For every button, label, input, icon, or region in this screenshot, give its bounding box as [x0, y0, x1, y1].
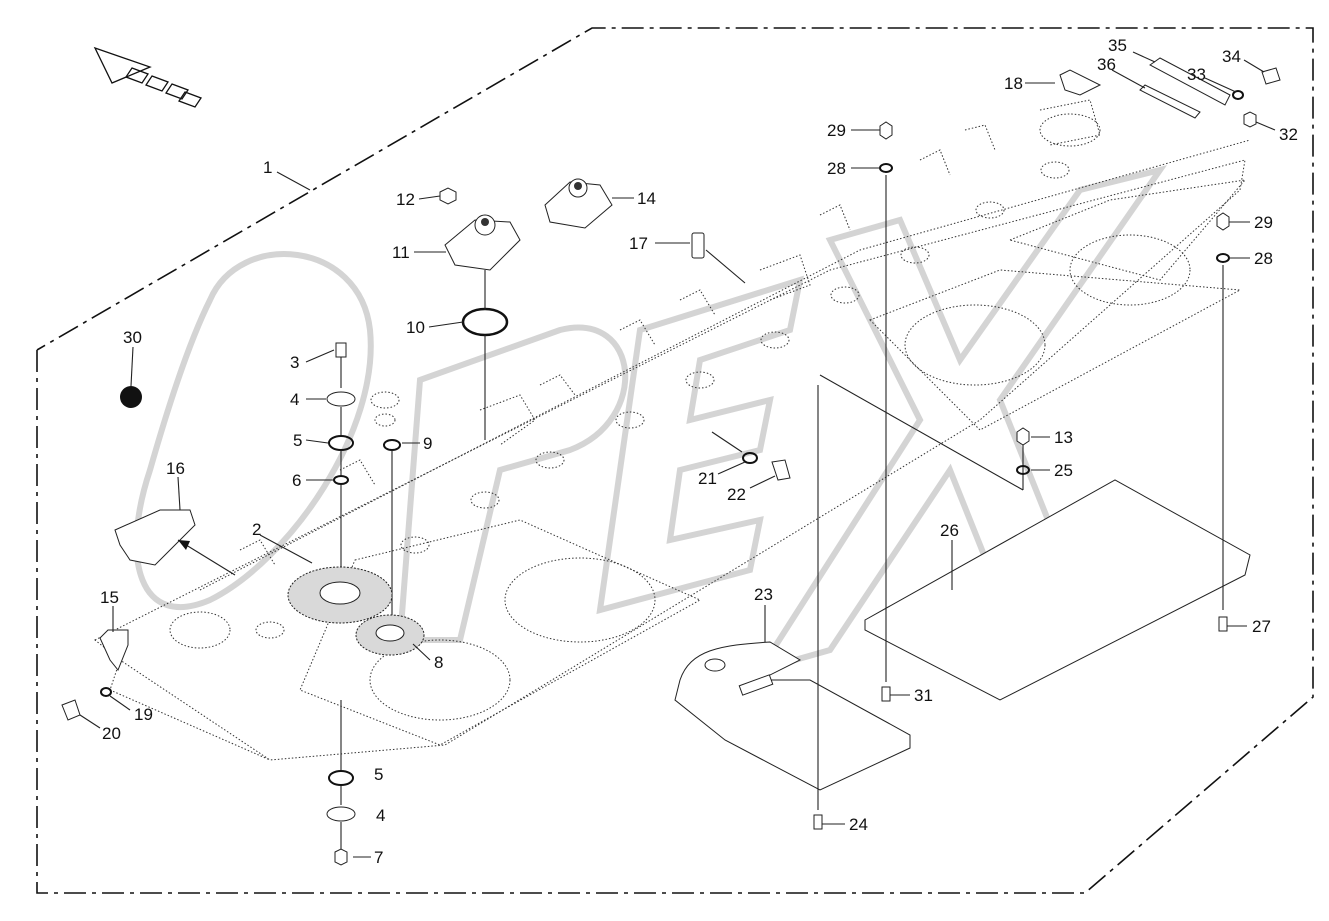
- part-6-ring: [333, 475, 349, 485]
- part-7-nut: [334, 848, 348, 866]
- callout-29: 29: [1254, 213, 1273, 232]
- part-14-hub: [544, 178, 613, 229]
- callout-9: 9: [423, 434, 432, 453]
- callout-16: 16: [166, 459, 185, 478]
- callout-7: 7: [374, 848, 383, 867]
- part-3-bolt: [335, 342, 347, 358]
- callout-1: 1: [263, 158, 272, 177]
- callout-33: 33: [1187, 65, 1206, 84]
- callout-6: 6: [292, 471, 301, 490]
- part-24-screw: [813, 814, 823, 830]
- part-32-fitting: [1243, 111, 1257, 128]
- part-11-hub: [444, 214, 521, 271]
- callout-28: 28: [1254, 249, 1273, 268]
- callout-28: 28: [827, 159, 846, 178]
- callout-19: 19: [134, 705, 153, 724]
- assembly-boundary: [36, 27, 1314, 894]
- part-31-screw: [881, 686, 891, 702]
- part-9-ring: [383, 439, 401, 451]
- callout-labels: 1 2 3 4 4 5 5 6 7 8 9 10 11 12 13 14 15 …: [100, 36, 1298, 867]
- callout-22: 22: [727, 485, 746, 504]
- callout-17: 17: [629, 234, 648, 253]
- part-36-strip: [1139, 84, 1201, 119]
- callout-12: 12: [396, 190, 415, 209]
- part-4-bearing-bottom: [326, 806, 356, 822]
- callout-15: 15: [100, 588, 119, 607]
- callout-31: 31: [914, 686, 933, 705]
- callout-25: 25: [1054, 461, 1073, 480]
- part-25-washer: [1016, 465, 1030, 475]
- part-5-oring-bottom: [328, 770, 354, 786]
- part-2-gear: [287, 566, 393, 624]
- direction-arrow-icon: [93, 46, 202, 108]
- part-18-guard: [1059, 69, 1102, 96]
- part-10-oring: [461, 307, 509, 337]
- callout-32: 32: [1279, 125, 1298, 144]
- callout-13: 13: [1054, 428, 1073, 447]
- part-21-washer: [742, 452, 758, 464]
- callout-14: 14: [637, 189, 656, 208]
- part-29-nut-b: [1216, 212, 1230, 231]
- part-8-gear: [355, 614, 425, 656]
- callout-5: 5: [293, 431, 302, 450]
- callout-34: 34: [1222, 47, 1241, 66]
- part-12-nut: [439, 187, 457, 205]
- callout-4: 4: [290, 390, 299, 409]
- callout-21: 21: [698, 469, 717, 488]
- callout-36: 36: [1097, 55, 1116, 74]
- part-16-guard: [114, 509, 196, 566]
- part-28-washer-a: [879, 163, 893, 173]
- part-26-plate: [864, 479, 1251, 701]
- callout-18: 18: [1004, 74, 1023, 93]
- callout-20: 20: [102, 724, 121, 743]
- part-17-pin: [691, 232, 705, 259]
- knife-sections: [239, 99, 1101, 566]
- callout-23: 23: [754, 585, 773, 604]
- callout-26: 26: [940, 521, 959, 540]
- part-29-nut-a: [879, 121, 893, 140]
- part-20-bolt: [61, 699, 81, 721]
- part-22-bolt: [771, 459, 791, 481]
- cutter-bar-body: [94, 113, 1251, 761]
- part-35-bracket: [1149, 57, 1231, 106]
- part-30-marker: [120, 386, 142, 408]
- callout-11: 11: [392, 243, 410, 262]
- callout-3: 3: [290, 353, 299, 372]
- part-27-screw: [1218, 616, 1228, 632]
- part-13-nut: [1016, 427, 1030, 446]
- part-33-washer: [1232, 90, 1244, 100]
- callout-2: 2: [252, 520, 261, 539]
- callout-5: 5: [374, 765, 383, 784]
- part-28-washer-b: [1216, 253, 1230, 263]
- callout-35: 35: [1108, 36, 1127, 55]
- callout-24: 24: [849, 815, 868, 834]
- callout-27: 27: [1252, 617, 1271, 636]
- part-15-bracket: [99, 629, 129, 671]
- part-23-plate: [674, 641, 911, 791]
- callout-4: 4: [376, 806, 385, 825]
- callout-10: 10: [406, 318, 425, 337]
- callout-29: 29: [827, 121, 846, 140]
- part-19-washer: [100, 687, 112, 697]
- callout-8: 8: [434, 653, 443, 672]
- leader-lines: [79, 51, 1276, 858]
- part-4-bearing-top: [326, 391, 356, 407]
- bearing-rings: [255, 161, 1070, 639]
- callout-30: 30: [123, 328, 142, 347]
- part-34-bolt: [1261, 67, 1281, 85]
